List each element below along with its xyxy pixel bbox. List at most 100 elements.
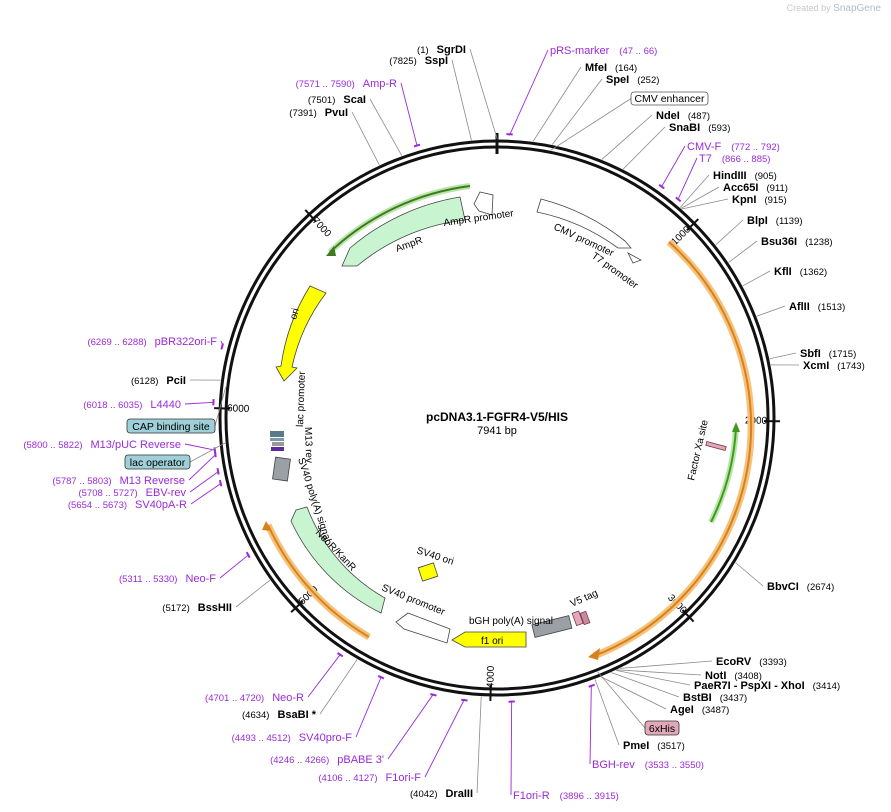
tick-mark xyxy=(214,407,231,410)
enzyme-label[interactable]: AgeI(3487) xyxy=(670,704,729,716)
enzyme-label[interactable]: (1)SgrDI xyxy=(417,44,466,56)
enzyme-label[interactable]: AflII(1513) xyxy=(789,301,845,313)
primer-label[interactable]: (6269 .. 6288)pBR322ori-F xyxy=(87,336,217,348)
enzyme-label[interactable]: MfeI(164) xyxy=(585,62,637,74)
enzyme-leader xyxy=(369,98,403,156)
primer-label[interactable]: (5800 .. 5822)M13/pUC Reverse xyxy=(23,439,181,451)
enzyme-name: NdeI xyxy=(656,110,680,122)
primer-range: (5311 .. 5330) xyxy=(119,574,177,585)
enzyme-label[interactable]: BlpI(1139) xyxy=(747,215,803,227)
enzyme-name: PmeI xyxy=(623,740,649,752)
primer-binding-mark xyxy=(430,693,437,697)
enzyme-label[interactable]: NotI(3408) xyxy=(705,670,762,682)
enzyme-name: BsaBI * xyxy=(277,709,316,721)
enzyme-position: (1743) xyxy=(837,361,864,372)
primer-label[interactable]: (4106 .. 4127)F1ori-F xyxy=(318,772,421,784)
enzyme-position: (487) xyxy=(688,111,710,122)
primer-label[interactable]: T7(866 .. 885) xyxy=(699,153,770,165)
primer-label[interactable]: (5708 .. 5727)EBV-rev xyxy=(78,487,186,499)
primer-leader xyxy=(355,676,382,738)
primer-label[interactable]: (5654 .. 5673) SV40pA-R xyxy=(68,499,187,511)
enzyme-label[interactable]: Acc65I(911) xyxy=(723,182,788,194)
sv40-promoter-label: SV40 promoter xyxy=(380,583,447,619)
enzyme-label[interactable]: SnaBI(593) xyxy=(669,122,730,134)
enzyme-label[interactable]: EcoRV(3393) xyxy=(716,656,787,668)
enzyme-position: (252) xyxy=(637,75,659,86)
bgh-polya-box xyxy=(531,615,573,638)
enzyme-label[interactable]: (4042)DraIII xyxy=(410,788,473,800)
enzyme-label[interactable]: BbvCI(2674) xyxy=(767,581,834,593)
enzyme-label[interactable]: KflI(1362) xyxy=(774,266,827,278)
primer-label[interactable]: pRS-marker(47 .. 66) xyxy=(550,45,657,57)
primer-binding-mark xyxy=(220,343,224,350)
primer-range: (5800 .. 5822) xyxy=(23,440,82,451)
enzyme-name: Bsu36I xyxy=(761,236,797,248)
enzyme-label[interactable]: BstBI(3437) xyxy=(683,692,747,704)
neor-kanr-arrow xyxy=(290,506,386,614)
enzyme-position: (3414) xyxy=(813,681,840,692)
inner-cds-arc xyxy=(708,427,739,524)
primer-label[interactable]: F1ori-R(3896 .. 3915) xyxy=(513,790,619,802)
enzyme-leader xyxy=(600,676,667,710)
enzyme-label[interactable]: (7501)ScaI xyxy=(308,94,366,106)
enzyme-label[interactable]: (7391)PvuI xyxy=(289,107,348,119)
enzyme-position: (4634) xyxy=(242,710,269,721)
primer-leader xyxy=(219,554,250,579)
primer-label[interactable]: BGH-rev(3533 .. 3550) xyxy=(592,759,704,771)
primer-name: SV40pA-R xyxy=(135,499,187,511)
primer-name: pBABE 3' xyxy=(337,754,384,766)
primer-range: (7571 .. 7590) xyxy=(296,79,355,90)
enzyme-label[interactable]: PaeR7I - PspXI - XhoI(3414) xyxy=(694,680,840,692)
enzyme-leader xyxy=(469,48,498,140)
feature-box[interactable] xyxy=(126,418,216,434)
primer-name: T7 xyxy=(699,153,712,165)
tick-mark xyxy=(681,609,695,623)
enzyme-label[interactable]: HindIII(905) xyxy=(713,170,777,182)
plasmid-length: 7941 bp xyxy=(477,425,517,437)
tick-label: 4000 xyxy=(485,665,497,688)
factor-xa-box xyxy=(705,440,727,452)
enzyme-position: (3393) xyxy=(759,657,786,668)
enzyme-label[interactable]: (6128)PciI xyxy=(131,375,186,387)
primer-label[interactable]: (4493 .. 4512)SV40pro-F xyxy=(232,732,353,744)
primer-label[interactable]: (7571 .. 7590)Amp-R xyxy=(296,78,397,90)
enzyme-label[interactable]: (7825)SspI xyxy=(389,55,448,67)
enzyme-leader xyxy=(615,669,691,686)
primer-label[interactable]: (6018 .. 6035)L4440 xyxy=(83,399,181,411)
feature-box[interactable] xyxy=(630,91,709,106)
ampr-promoter-arrow xyxy=(473,191,494,216)
enzyme-position: (3517) xyxy=(657,741,684,752)
enzyme-position: (1362) xyxy=(800,267,827,278)
enzyme-label[interactable]: (4634) BsaBI * xyxy=(242,709,317,721)
bottom-left-arc-line xyxy=(267,524,370,638)
enzyme-label[interactable]: SbfI(1715) xyxy=(800,348,856,360)
primer-label[interactable]: (4701 .. 4720)Neo-R xyxy=(205,692,304,704)
primer-label[interactable]: CMV-F(772 .. 792) xyxy=(687,141,780,153)
enzyme-label[interactable]: PmeI (3517) xyxy=(623,740,685,752)
enzyme-label[interactable]: NdeI (487) xyxy=(656,110,710,122)
created-by-text: Created by xyxy=(786,3,831,13)
enzyme-name: MfeI xyxy=(585,62,607,74)
enzyme-label[interactable]: KpnI(915) xyxy=(732,194,787,206)
feature-box[interactable] xyxy=(644,720,680,736)
enzyme-label[interactable]: XcmI(1743) xyxy=(803,360,865,372)
primer-label[interactable]: (5787 .. 5803)M13 Reverse xyxy=(52,475,185,487)
t7-promoter-arrow xyxy=(627,252,642,264)
primer-label[interactable]: (5311 .. 5330)Neo-F xyxy=(119,573,216,585)
primer-name: M13 Reverse xyxy=(120,475,185,487)
primer-leader xyxy=(660,145,686,188)
enzyme-label[interactable]: (5172)BssHII xyxy=(162,602,232,614)
enzyme-name: ScaI xyxy=(343,94,366,106)
enzyme-name: AgeI xyxy=(670,704,694,716)
primer-binding-mark xyxy=(588,683,595,688)
primer-range: (4106 .. 4127) xyxy=(318,773,377,784)
leader-lines xyxy=(184,48,800,796)
primer-range: (5654 .. 5673) xyxy=(68,500,127,511)
primer-binding-mark xyxy=(245,551,251,559)
feature-box[interactable] xyxy=(124,454,191,470)
primer-binding-mark xyxy=(336,652,344,658)
primer-label[interactable]: (4246 .. 4266)pBABE 3' xyxy=(270,754,384,766)
enzyme-label[interactable]: Bsu36I(1238) xyxy=(761,236,833,248)
enzyme-label[interactable]: SpeI(252) xyxy=(606,74,659,86)
primer-leader xyxy=(387,693,434,760)
